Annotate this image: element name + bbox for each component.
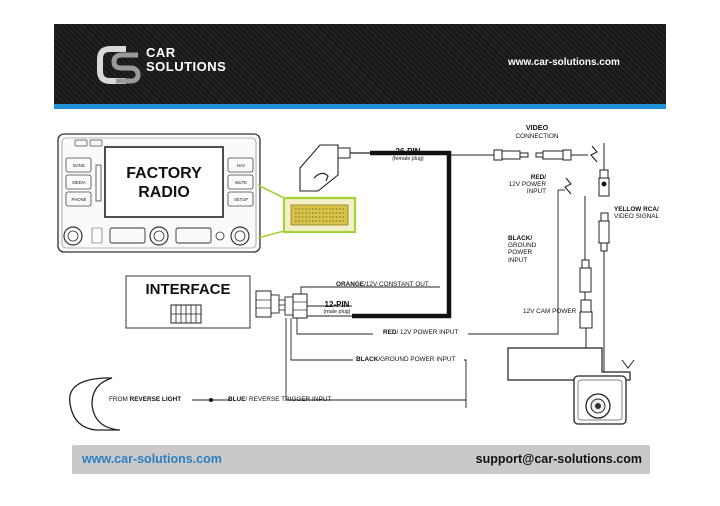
wire-break-marks — [564, 145, 598, 195]
black-desc: /GROUND POWER INPUT — [378, 356, 456, 363]
plug-callout — [257, 184, 357, 239]
radio-button-phone: PHONE — [71, 197, 87, 202]
radio-title: FACTORY RADIO — [105, 164, 223, 202]
red-power-line-3: INPUT — [526, 188, 546, 196]
video-rca-plugs — [450, 149, 588, 161]
radio-button-nav: NAV — [236, 163, 246, 168]
radio-title-line-1: FACTORY — [126, 165, 202, 182]
footer-support-email[interactable]: support@car-solutions.com — [475, 452, 642, 466]
reverse-light-text: REVERSE LIGHT — [129, 396, 182, 403]
yellow-rca-label: YELLOW RCA/ VIDEO SIGNAL — [614, 206, 659, 220]
black-ground-label: BLACK/ GROUND POWER INPUT — [508, 235, 536, 264]
orange-color: ORANGE — [336, 281, 365, 288]
header-website[interactable]: www.car-solutions.com — [508, 57, 620, 68]
header-accent-stripe — [54, 104, 666, 109]
red-power-line-1: RED/ — [530, 174, 546, 181]
radio-title-line-2: RADIO — [138, 184, 190, 201]
black-ground-line-2: GROUND — [508, 242, 537, 250]
reverse-light-icon — [69, 377, 121, 431]
yellow-line-2: VIDEO SIGNAL — [614, 213, 660, 221]
pin12-label: 12-PIN (male plug) — [320, 300, 354, 316]
factory-radio-unit — [57, 133, 261, 253]
orange-wire-label: ORANGE/12V CONSTANT OUT — [336, 281, 429, 288]
interface-box — [125, 275, 251, 329]
pin12-connector-icon — [255, 290, 352, 319]
black-wire-label: BLACK/GROUND POWER INPUT — [356, 356, 455, 363]
red-desc: / 12V POWER INPUT — [396, 329, 459, 336]
black-ground-line-4: INPUT — [508, 256, 528, 264]
yellow-line-1: YELLOW RCA/ — [614, 206, 659, 213]
red-color: RED — [383, 329, 397, 336]
pin12-title: 12-PIN — [324, 300, 350, 309]
pin26-subtitle: (female plug) — [392, 156, 424, 162]
red-power-line-2: 12V POWER — [508, 181, 546, 189]
radio-button-band: BAND — [73, 163, 85, 168]
camera-cable-plugs — [579, 143, 610, 383]
reverse-light-label: FROM REVERSE LIGHT — [109, 396, 181, 403]
harness-cable — [352, 150, 452, 319]
pin26-title: 26-PIN — [395, 147, 421, 156]
black-ground-line-1: BLACK/ — [508, 235, 533, 242]
video-connection-label: VIDEO CONNECTION — [505, 123, 569, 140]
car-solutions-logo-icon — [97, 46, 141, 84]
red-power-label: RED/ 12V POWER INPUT — [500, 174, 546, 196]
video-title: VIDEO — [525, 123, 549, 132]
blue-color: BLUE — [228, 396, 246, 403]
radio-button-setup: SETUP — [234, 197, 248, 202]
thin-wires — [192, 189, 565, 408]
video-subtitle: CONNECTION — [515, 132, 559, 140]
blue-desc: / REVERSE TRIGGER INPUT — [245, 396, 332, 403]
footer-bar — [72, 445, 650, 474]
footer-website-link[interactable]: www.car-solutions.com — [82, 452, 222, 466]
brand-line-1: CAR — [146, 45, 176, 60]
backup-camera-icon — [507, 347, 635, 425]
brand-name: CAR SOLUTIONS — [146, 46, 226, 74]
radio-button-mute: MUTE — [235, 180, 247, 185]
radio-button-media: MEDIA — [72, 180, 86, 185]
interface-title: INTERFACE — [145, 281, 231, 298]
cam-power-label: 12V CAM POWER — [523, 308, 577, 315]
orange-desc: /12V CONSTANT OUT — [364, 281, 429, 288]
blue-wire-label: BLUE/ REVERSE TRIGGER INPUT — [228, 396, 331, 403]
red-wire-label: RED/ 12V POWER INPUT — [383, 329, 458, 336]
pin26-label: 26-PIN (female plug) — [384, 147, 432, 163]
from-prefix: FROM — [109, 396, 128, 403]
pin26-plug-icon — [299, 144, 370, 192]
brand-line-2: SOLUTIONS — [146, 59, 227, 74]
black-ground-line-3: POWER — [508, 249, 533, 257]
header-banner — [54, 24, 666, 106]
wire-junction-dot — [209, 398, 213, 402]
pin12-subtitle: (male plug) — [323, 309, 351, 315]
black-color: BLACK — [356, 356, 379, 363]
